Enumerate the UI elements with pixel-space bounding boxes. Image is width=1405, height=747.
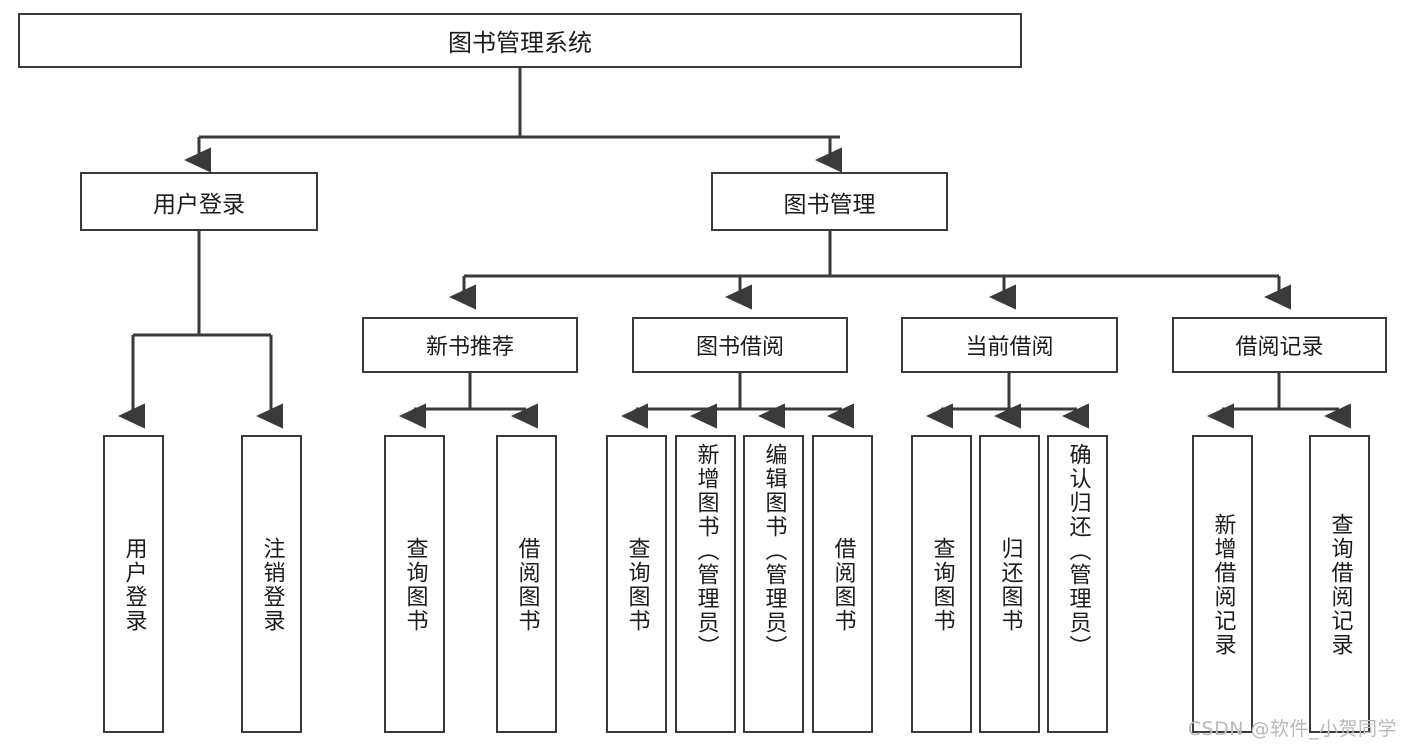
node-leaf-logout-label: 注销登录: [259, 537, 285, 633]
node-leaf-add-record-label: 新增借阅记录: [1210, 513, 1236, 657]
node-leaf-borrow-book-2-label: 借阅图书: [830, 537, 856, 633]
leaf-edit-book-inner: 编辑图书（管理员）: [761, 439, 787, 735]
leaf-query-book-1-inner: 查询图书: [402, 439, 428, 731]
node-leaf-edit-book[interactable]: 编辑图书（管理员）: [743, 435, 804, 733]
node-leaf-return-book-label: 归还图书: [997, 537, 1023, 633]
leaf-return-book-inner: 归还图书: [997, 439, 1023, 731]
node-leaf-add-record[interactable]: 新增借阅记录: [1192, 435, 1253, 733]
node-leaf-confirm-return[interactable]: 确认归还（管理员）: [1047, 435, 1108, 733]
node-new-book-recommend-label: 新书推荐: [425, 335, 514, 360]
watermark-text: CSDN @软件_小贺同学: [1187, 718, 1397, 740]
leaf-logout-inner: 注销登录: [259, 439, 285, 731]
node-leaf-query-book-1[interactable]: 查询图书: [384, 435, 445, 733]
leaf-query-record-inner: 查询借阅记录: [1327, 439, 1353, 731]
node-leaf-query-record-label: 查询借阅记录: [1327, 513, 1353, 657]
node-leaf-query-book-2-label: 查询图书: [624, 537, 650, 633]
leaf-add-record-inner: 新增借阅记录: [1210, 439, 1236, 731]
node-leaf-query-book-3[interactable]: 查询图书: [911, 435, 972, 733]
leaf-query-book-2-inner: 查询图书: [624, 439, 650, 731]
node-leaf-user-login[interactable]: 用户登录: [103, 435, 164, 733]
node-borrow-record-label: 借阅记录: [1235, 335, 1324, 360]
node-leaf-query-book-1-label: 查询图书: [402, 537, 428, 633]
node-leaf-query-book-3-label: 查询图书: [929, 537, 955, 633]
node-leaf-borrow-book-2[interactable]: 借阅图书: [812, 435, 873, 733]
node-user-login[interactable]: 用户登录: [80, 172, 318, 231]
node-leaf-return-book[interactable]: 归还图书: [979, 435, 1040, 733]
node-book-borrow-label: 图书借阅: [695, 335, 784, 360]
node-leaf-confirm-return-label: 确认归还（管理员）: [1065, 443, 1091, 659]
leaf-confirm-return-inner: 确认归还（管理员）: [1065, 439, 1091, 735]
node-leaf-logout[interactable]: 注销登录: [241, 435, 302, 733]
node-current-borrow-label: 当前借阅: [965, 335, 1054, 360]
leaf-user-login-inner: 用户登录: [121, 439, 147, 731]
leaf-query-book-3-inner: 查询图书: [929, 439, 955, 731]
node-borrow-record[interactable]: 借阅记录: [1172, 317, 1387, 373]
node-user-login-label: 用户登录: [153, 191, 245, 218]
node-root-label: 图书管理系统: [448, 29, 592, 57]
node-book-manage-label: 图书管理: [783, 191, 876, 218]
node-leaf-edit-book-label: 编辑图书（管理员）: [761, 443, 787, 659]
node-book-manage[interactable]: 图书管理: [711, 172, 948, 231]
leaf-borrow-book-1-inner: 借阅图书: [514, 439, 540, 731]
node-leaf-borrow-book-1[interactable]: 借阅图书: [496, 435, 557, 733]
node-leaf-borrow-book-1-label: 借阅图书: [514, 537, 540, 633]
node-leaf-query-book-2[interactable]: 查询图书: [606, 435, 667, 733]
node-root[interactable]: 图书管理系统: [18, 13, 1022, 68]
node-leaf-add-book-label: 新增图书（管理员）: [693, 443, 719, 659]
node-leaf-query-record[interactable]: 查询借阅记录: [1309, 435, 1370, 733]
node-new-book-recommend[interactable]: 新书推荐: [362, 317, 578, 373]
leaf-add-book-inner: 新增图书（管理员）: [693, 439, 719, 735]
leaf-borrow-book-2-inner: 借阅图书: [830, 439, 856, 731]
node-leaf-add-book[interactable]: 新增图书（管理员）: [675, 435, 736, 733]
node-book-borrow[interactable]: 图书借阅: [632, 317, 848, 373]
node-current-borrow[interactable]: 当前借阅: [901, 317, 1118, 373]
node-leaf-user-login-label: 用户登录: [121, 537, 147, 633]
